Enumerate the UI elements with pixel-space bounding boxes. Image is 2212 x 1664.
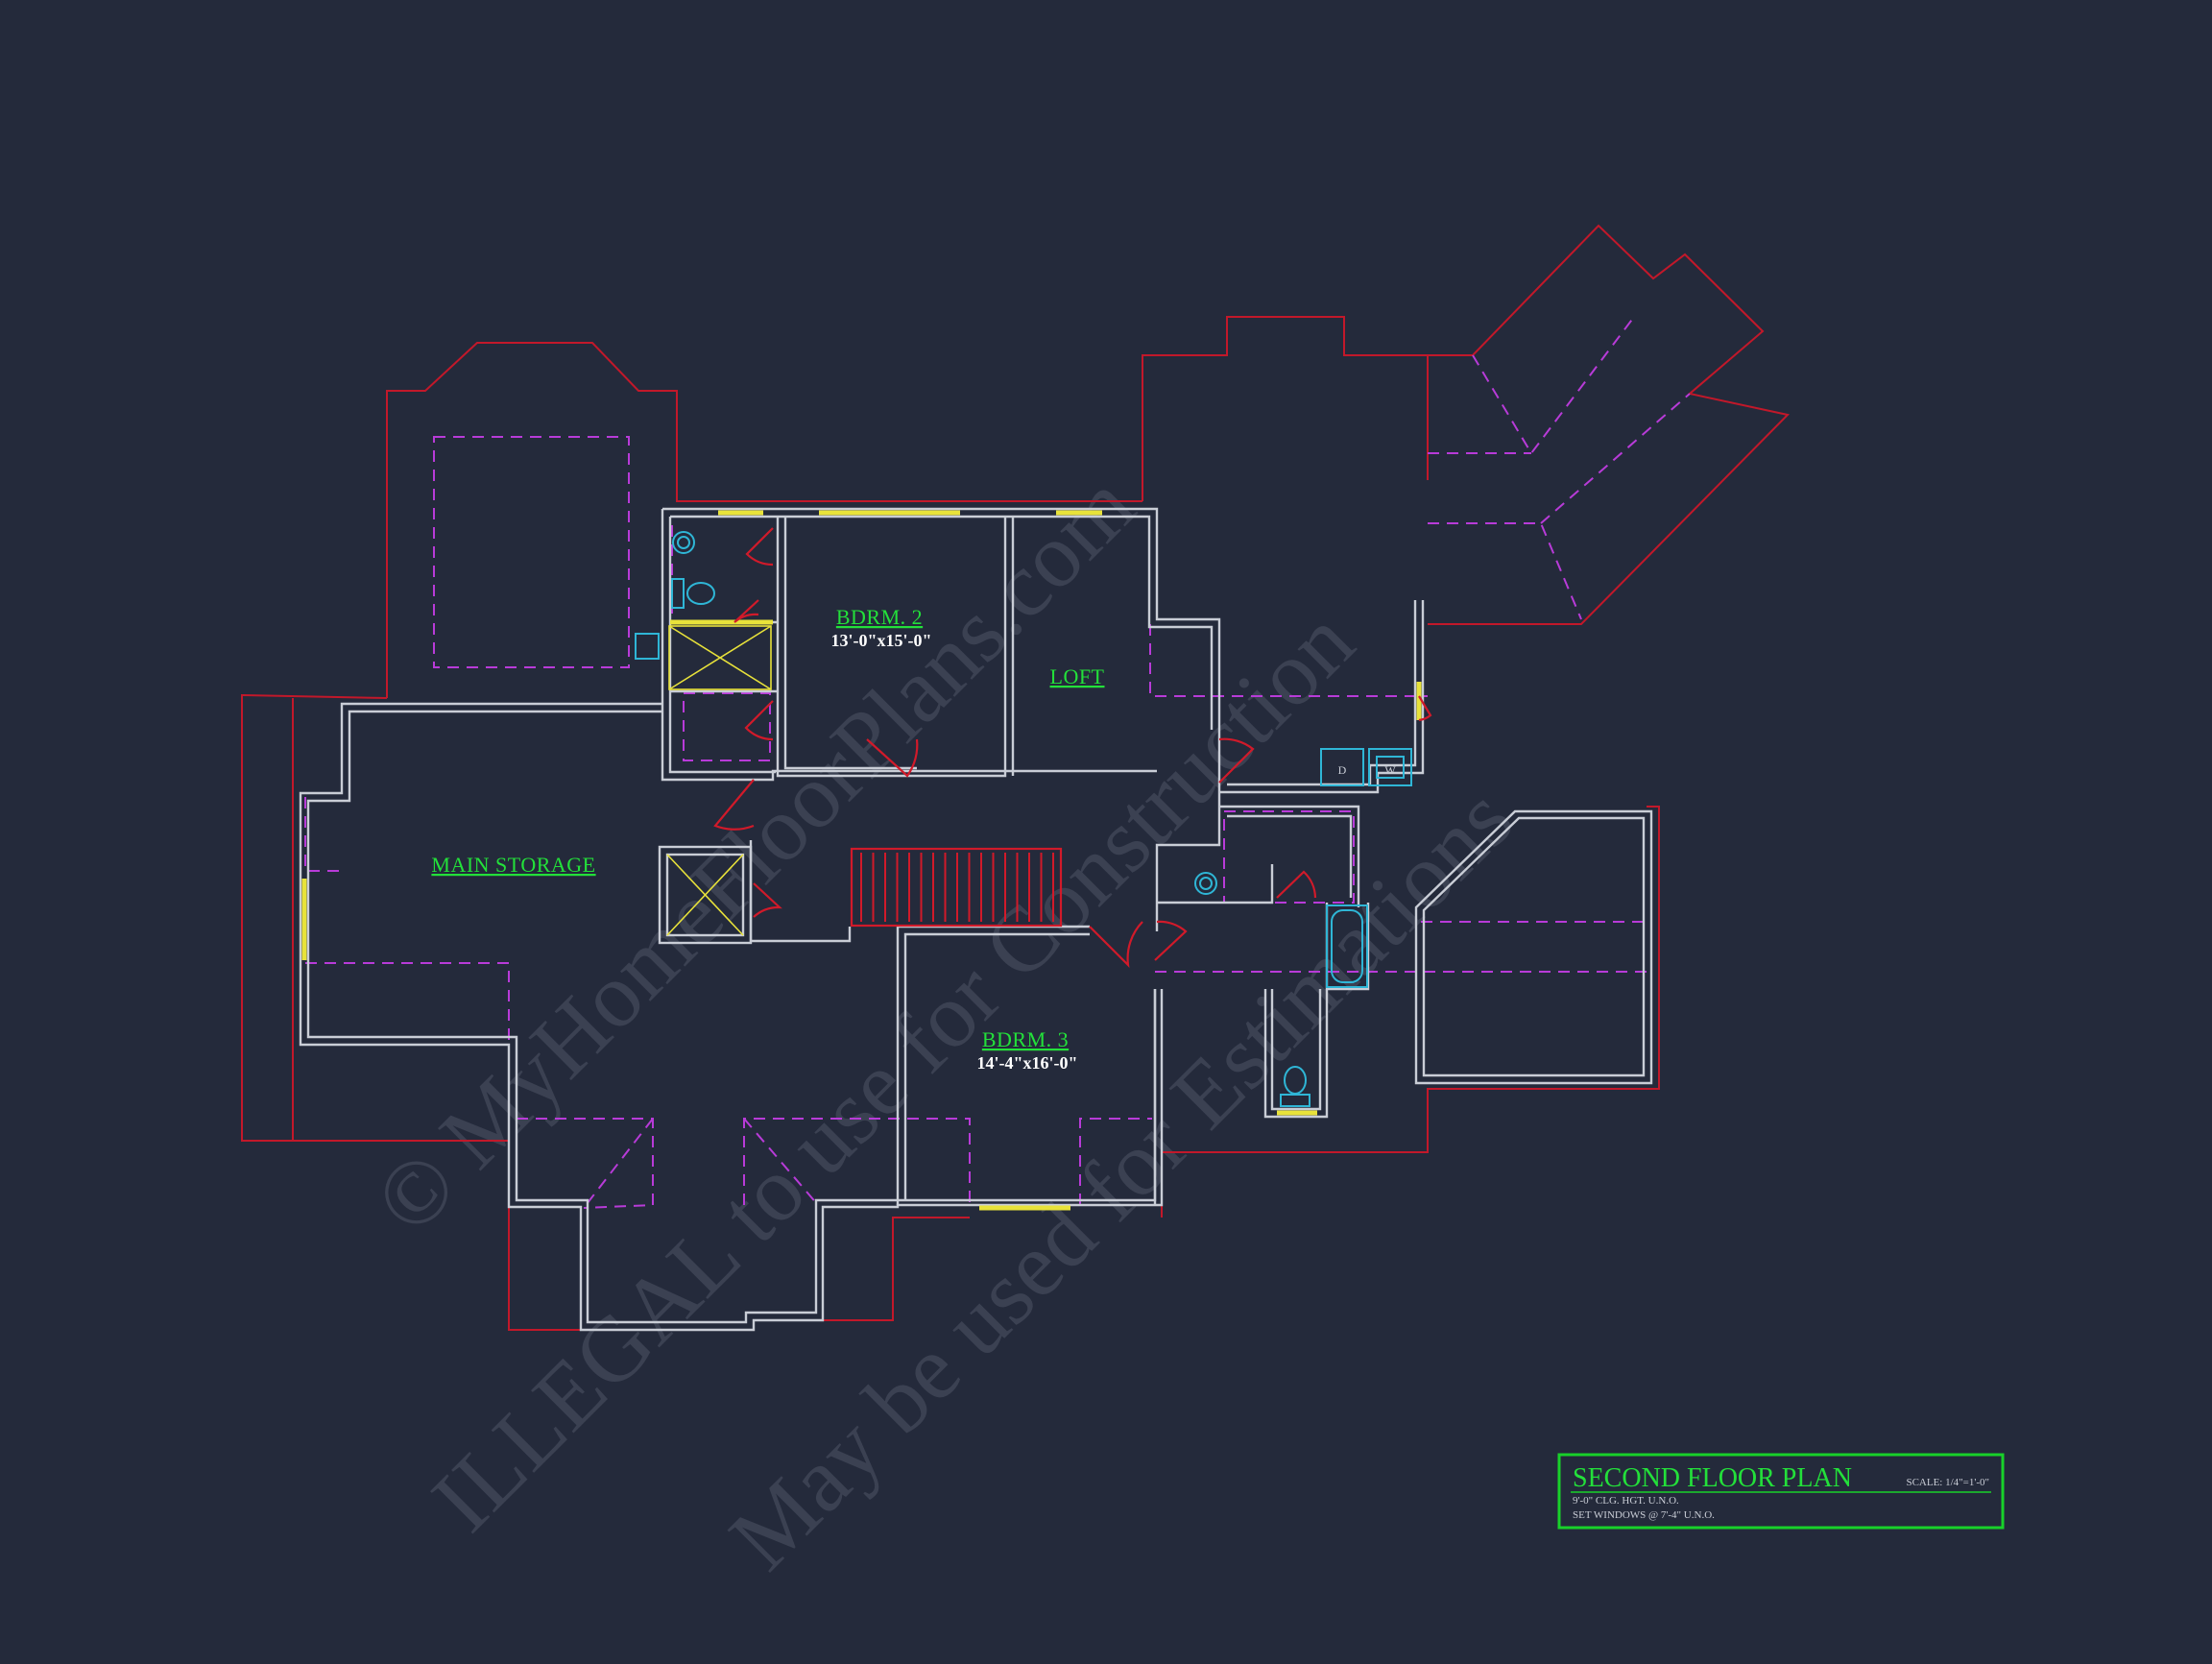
dashed-bath-box (1223, 810, 1355, 904)
wall-right-wing-outer (1414, 809, 1653, 1085)
door-exterior (1418, 695, 1432, 722)
dashed-loft-band (1149, 624, 1428, 697)
door-bdrm3 (1089, 921, 1143, 969)
toilet-bowl-icon (686, 582, 715, 605)
sink-drain-icon (677, 536, 690, 549)
roof-angled-wing (1428, 224, 1790, 625)
door-bath-closet (1276, 870, 1317, 899)
dashed-storage-lower (305, 962, 510, 1042)
door-closet-bdrm2 (744, 700, 774, 741)
bdrm2-size: 13'-0"x15'-0" (831, 631, 932, 650)
stair-outline (850, 847, 1063, 928)
chase-x-2 (666, 854, 744, 936)
bathtub-basin-icon (1331, 909, 1363, 983)
title-block-frame (1557, 1453, 2005, 1530)
wall-main-storage-outer (299, 702, 1164, 1332)
sink-drain-icon-bath (1199, 877, 1213, 890)
door-bath2 (745, 527, 774, 567)
door-closet-stair (753, 882, 782, 918)
shower-x-2 (668, 625, 772, 690)
laundry-appliances: D W (1320, 748, 1412, 786)
wall-bath-upper (1219, 805, 1360, 907)
wall-bath-lower (1263, 989, 1329, 1119)
roof-left-bay (386, 342, 1142, 698)
shower-box (668, 625, 772, 690)
room-labels: BDRM. 2 13'-0"x15'-0" LOFT MAIN STORAGE … (431, 605, 1104, 1073)
wall-bdrm3-inner (903, 932, 1090, 1200)
main-storage-name: MAIN STORAGE (431, 853, 595, 877)
wall-top-inner (670, 515, 1214, 730)
washer-icon (1368, 748, 1412, 786)
dryer-label: D (1338, 763, 1347, 777)
dashed-bottom-left (517, 1118, 654, 1209)
door-hall-closet (713, 779, 755, 831)
sink-icon-bath (1194, 872, 1217, 895)
dashed-angled-4 (1540, 393, 1691, 524)
dashed-bath2-box (683, 692, 771, 761)
vent-icon (635, 633, 660, 660)
wall-bath-lower-inner (1270, 989, 1322, 1111)
wall-bath-mid (1157, 864, 1274, 904)
loft-name: LOFT (1050, 664, 1105, 688)
roof-bottom-mid (823, 1217, 970, 1321)
title-block: SECOND FLOOR PLAN SCALE: 1/4"=1'-0" 9'-0… (1557, 1453, 2005, 1530)
dashed-angled-3 (1428, 522, 1582, 620)
door-bath-hall (1154, 920, 1188, 961)
dashed-bottom-right (1079, 1118, 1152, 1205)
dashed-bay-box (433, 436, 630, 668)
wall-stair-left (749, 840, 852, 943)
toilet-tank-icon-bath (1280, 1094, 1310, 1107)
bdrm3-name: BDRM. 3 (982, 1027, 1069, 1051)
drawing-scale: SCALE: 1/4"=1'-0" (1906, 1477, 1989, 1488)
wall-bdrm2 (776, 517, 917, 778)
door-laundry (1218, 737, 1255, 784)
note-ceiling-height: 9'-0" CLG. HGT. U.N.O. (1573, 1495, 1679, 1507)
wall-bath-upper-inner (1227, 814, 1353, 898)
stair-treads (860, 853, 1054, 922)
dashed-bottom-mid (743, 1118, 971, 1205)
drawing-title: SECOND FLOOR PLAN (1573, 1463, 1852, 1493)
roof-main-storage-left (241, 693, 509, 1142)
chases (666, 625, 772, 936)
wall-closet-inner (665, 853, 745, 937)
windows (301, 510, 1422, 1211)
door-bdrm2 (866, 738, 919, 778)
wall-bdrm2-right (917, 517, 1007, 778)
staircase (850, 847, 1063, 928)
wall-bath-outer (1155, 730, 1221, 931)
washer-lid-icon (1376, 756, 1405, 779)
door-bath2-shower (733, 599, 759, 623)
roof-bottom-left (508, 1141, 581, 1331)
roof-right-top (1142, 316, 1429, 501)
wall-top-outer (662, 507, 1221, 730)
dryer-icon (1320, 748, 1364, 786)
wall-right-wing-inner (1422, 816, 1646, 1077)
note-window-height: SET WINDOWS @ 7'-4" U.N.O. (1573, 1509, 1715, 1521)
dashed-diagonal-1 (583, 1118, 654, 1209)
dashed-lines (304, 316, 1691, 1209)
bathtub-icon (1326, 904, 1368, 988)
wall-upper-inner (668, 517, 776, 774)
roof-outline (241, 224, 1790, 1331)
sink-icon-bath2 (672, 531, 695, 554)
toilet-tank-icon (671, 578, 685, 609)
bdrm2-name: BDRM. 2 (836, 605, 923, 629)
dashed-angled-1 (1472, 316, 1635, 455)
wall-bdrm2-inner (783, 517, 917, 770)
fixtures (635, 531, 1368, 1107)
wall-main-storage-inner (306, 710, 1157, 1324)
washer-label: W (1384, 763, 1396, 777)
bdrm3-size: 14'-4"x16'-0" (977, 1053, 1078, 1073)
dashed-left-storage (304, 797, 346, 872)
watermark: © MyHomeFloorPlans.com ILLEGAL to use fo… (354, 453, 1531, 1588)
doors (713, 527, 1432, 969)
